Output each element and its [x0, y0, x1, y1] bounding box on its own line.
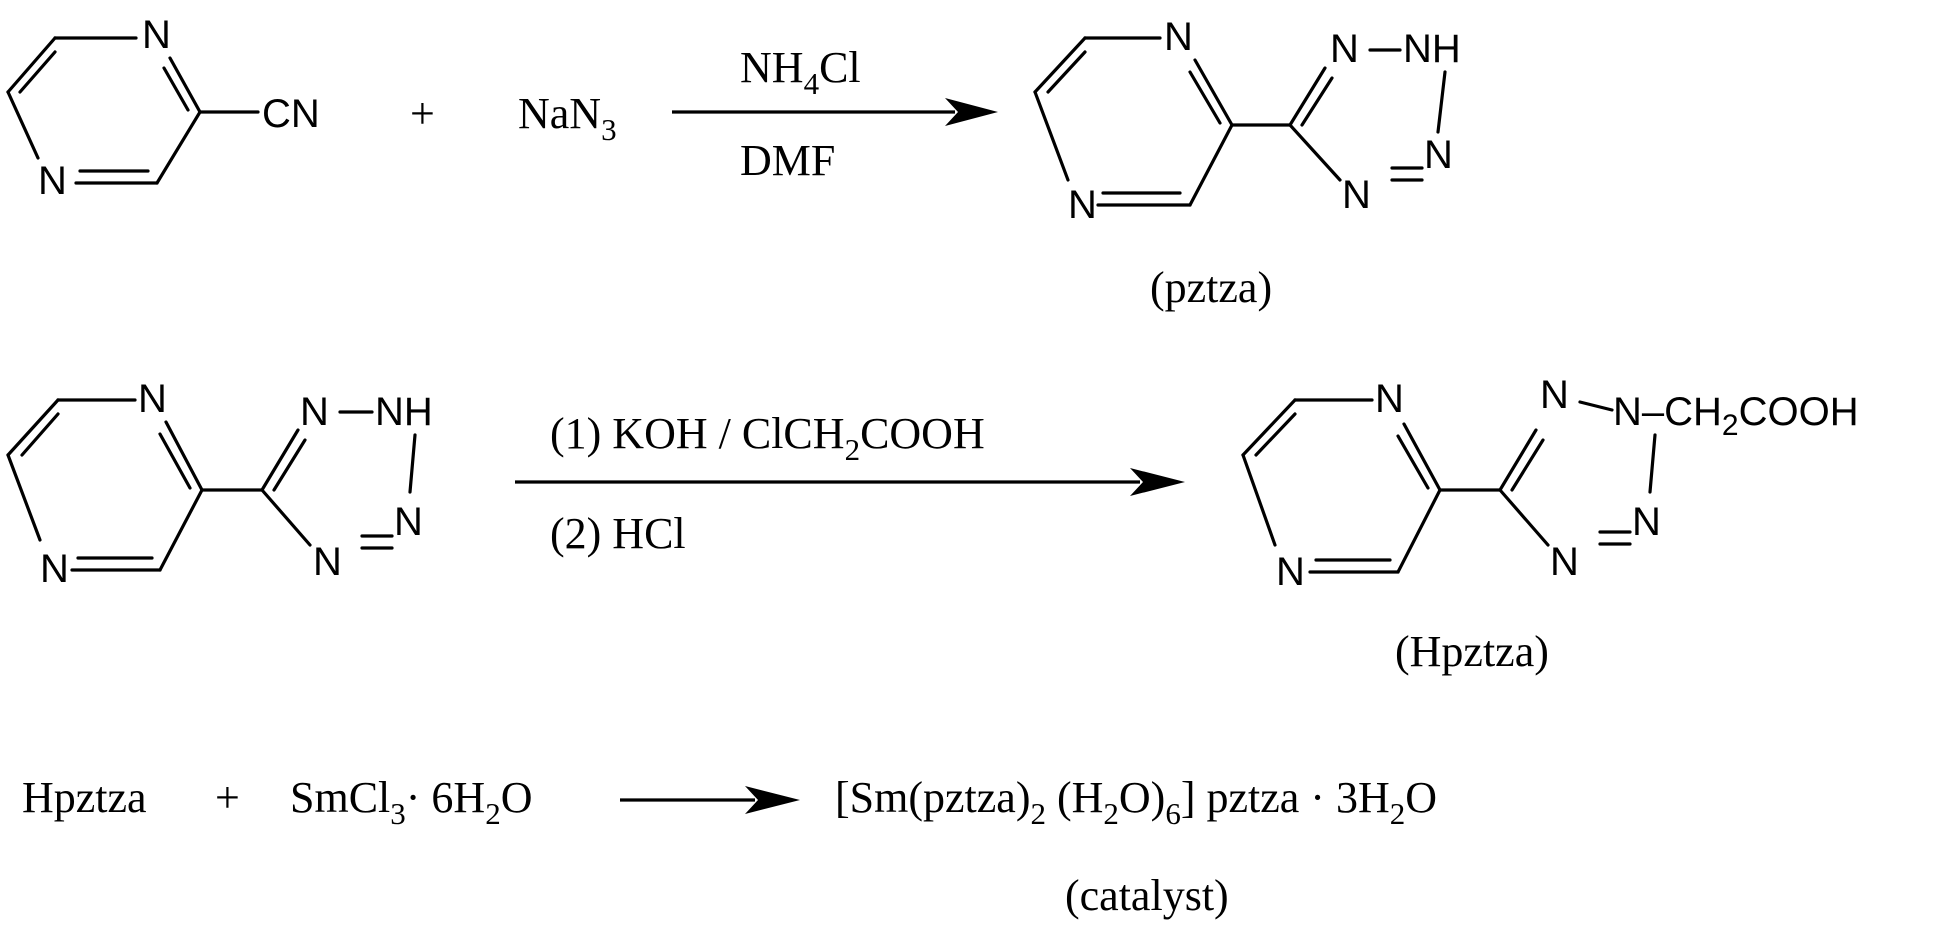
formula-fragment: 2	[485, 796, 501, 831]
formula-fragment: N–CH	[1613, 390, 1722, 434]
formula-fragment: · 6H	[406, 773, 485, 822]
formula-fragment: COOH	[1739, 390, 1859, 434]
formula-fragment: 4	[804, 66, 820, 101]
reaction-arrow-1	[672, 98, 998, 126]
plus-sign: +	[410, 89, 435, 138]
pztza-label: (pztza)	[1150, 263, 1272, 312]
formula-fragment: NaN	[518, 89, 601, 138]
formula-fragment: (1) KOH / ClCH	[550, 409, 845, 458]
atom-label: N	[313, 540, 342, 584]
formula-fragment: 3	[601, 112, 617, 147]
atom-label: NH	[1403, 27, 1461, 71]
formula-fragment: 2	[1103, 796, 1119, 831]
atom-label: N	[1164, 15, 1193, 59]
atom-label: N	[138, 377, 167, 421]
formula-fragment: COOH	[860, 409, 985, 458]
arrow-2-step-1: (1) KOH / ClCH2COOH	[550, 409, 985, 467]
atom-label: N	[38, 159, 67, 203]
formula-fragment: SmCl	[290, 773, 390, 822]
arrow-1-reagent-above: NH4Cl	[740, 43, 861, 101]
arrow-2-step-2: (2) HCl	[550, 509, 686, 558]
atom-label: CN	[262, 92, 320, 136]
hpztza-reactant-text: Hpztza	[22, 773, 147, 822]
formula-fragment: O)	[1119, 773, 1165, 822]
catalyst-formula: [Sm(pztza)2 (H2O)6] pztza · 3H2O	[835, 773, 1437, 831]
formula-fragment: ] pztza · 3H	[1181, 773, 1390, 822]
formula-fragment: NH	[740, 43, 804, 92]
atom-label: N	[1632, 500, 1661, 544]
atom-label: N	[1424, 133, 1453, 177]
atom-label: N	[1068, 183, 1097, 227]
atom-label: N	[1375, 377, 1404, 421]
atom-label: N	[394, 500, 423, 544]
atom-label: NH	[375, 390, 433, 434]
atom-label: N	[1342, 173, 1371, 217]
formula-fragment: 2	[1030, 796, 1046, 831]
pztza-structure: N N N NH N N	[1033, 15, 1461, 227]
hpztza-label: (Hpztza)	[1395, 627, 1549, 676]
catalyst-label: (catalyst)	[1065, 871, 1229, 920]
acetic-acid-substituent: N–CH2COOH	[1613, 390, 1859, 442]
atom-label: N	[40, 547, 69, 591]
reaction-arrow-2	[515, 468, 1185, 496]
atom-label: N	[1330, 27, 1359, 71]
atom-label: N	[300, 390, 329, 434]
formula-fragment: (H	[1046, 773, 1103, 822]
pztza-reactant-structure: N N N NH N N	[6, 377, 433, 591]
formula-fragment: Cl	[819, 43, 861, 92]
arrow-1-solvent-below: DMF	[740, 136, 835, 185]
atom-label: N	[142, 13, 171, 57]
formula-fragment: O	[1405, 773, 1437, 822]
formula-fragment: [Sm(pztza)	[835, 773, 1030, 822]
pyrazine-carbonitrile-structure: N N CN	[6, 13, 320, 203]
atom-label: N	[1550, 540, 1579, 584]
formula-fragment: 3	[390, 796, 406, 831]
hpztza-structure: N N N N N N–CH2COOH	[1241, 373, 1859, 594]
formula-fragment: 2	[1722, 409, 1739, 442]
formula-fragment: O	[501, 773, 533, 822]
formula-fragment: 2	[1390, 796, 1406, 831]
formula-fragment: 6	[1165, 796, 1181, 831]
plus-sign: +	[215, 773, 240, 822]
reaction-arrow-3	[620, 786, 800, 814]
atom-label: N	[1276, 550, 1305, 594]
formula-fragment: 2	[845, 432, 861, 467]
atom-label: N	[1540, 373, 1569, 417]
sodium-azide-label: NaN3	[518, 89, 617, 147]
samarium-chloride-label: SmCl3· 6H2O	[290, 773, 533, 831]
